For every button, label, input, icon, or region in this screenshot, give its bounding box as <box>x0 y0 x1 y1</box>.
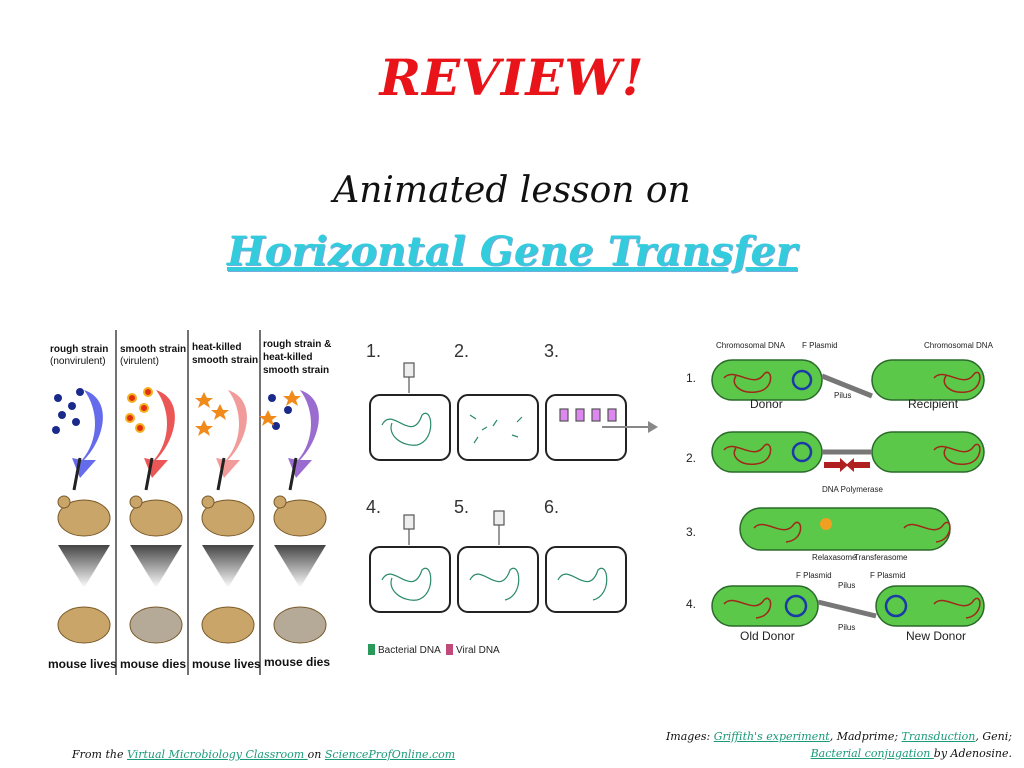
label-f-plasmid-old: F Plasmid <box>796 571 832 580</box>
credit-left-prefix: From the <box>72 748 127 761</box>
step-number: 1. <box>366 341 381 361</box>
heat-killed-bacteria-icon <box>195 392 229 436</box>
pull-arrow-icon <box>824 458 870 472</box>
col1-outcome: mouse lives <box>48 657 117 671</box>
col4-strain: rough strain & <box>263 339 331 350</box>
credit-right: Images: Griffith's experiment, Madprime;… <box>666 728 1012 762</box>
griffith-dividers <box>115 330 261 675</box>
legend-viral-dna: Viral DNA <box>456 645 500 656</box>
pilus <box>817 373 877 619</box>
scienceprofonline-link[interactable]: ScienceProfOnline.com <box>324 748 456 761</box>
credit-right-suffix: by Adenosine. <box>933 747 1012 760</box>
label-old-donor: Old Donor <box>740 629 795 643</box>
swirl-arrow-icon <box>288 390 319 478</box>
label-relaxasome: Relaxasome <box>812 553 857 562</box>
conjugation-link[interactable]: Bacterial conjugation <box>810 747 934 760</box>
swirl-arrow-icon <box>216 390 247 478</box>
credit-right-mid1: , Madprime; <box>829 730 902 743</box>
transduction-legend: Bacterial DNA Viral DNA <box>368 644 500 656</box>
label-f-plasmid-new: F Plasmid <box>870 571 906 580</box>
step-number: 2. <box>686 451 696 465</box>
griffith-link[interactable]: Griffith's experiment <box>713 730 830 743</box>
rough-bacteria-icon <box>52 388 84 434</box>
mixed-bacteria-icon <box>259 390 301 430</box>
transduction-figure: 1. 2. 3. 4. 5. 6. Bacterial DNA Viral DN… <box>366 341 658 656</box>
griffith-experiment-figure: rough strain (nonvirulent) smooth strain… <box>48 330 331 675</box>
slide-subtitle: Animated lesson on <box>333 170 691 211</box>
label-new-donor: New Donor <box>906 629 966 643</box>
syringe-icon <box>72 457 298 491</box>
label-pilus: Pilus <box>834 391 851 400</box>
swirl-arrow-icon <box>144 390 175 478</box>
relaxasome-icon <box>820 518 832 530</box>
step-number: 1. <box>686 371 696 385</box>
label-pilus-4a: Pilus <box>838 581 855 590</box>
step-number: 4. <box>686 597 696 611</box>
label-chromosomal-dna: Chromosomal DNA <box>716 341 786 350</box>
col1-sub: (nonvirulent) <box>50 356 106 367</box>
swirl-arrow-icon <box>72 390 103 478</box>
credit-left: From the Virtual Microbiology Classroom … <box>72 748 455 761</box>
label-donor: Donor <box>750 397 783 411</box>
step-number: 6. <box>544 497 559 517</box>
mouse-icon <box>57 606 327 644</box>
label-transferasome: Transferasome <box>854 553 908 562</box>
col4-strain3: smooth strain <box>263 365 329 376</box>
chromosome-coil <box>723 371 981 619</box>
phage-icon <box>403 362 617 545</box>
step-number: 2. <box>454 341 469 361</box>
legend-bacterial-dna: Bacterial DNA <box>378 645 441 656</box>
plasmid-icon <box>784 369 908 618</box>
label-recipient: Recipient <box>908 397 959 411</box>
credit-right-mid2: , Geni; <box>975 730 1012 743</box>
col3-strain2: smooth strain <box>192 355 258 366</box>
col4-outcome: mouse dies <box>264 655 330 669</box>
transduction-link[interactable]: Transduction <box>901 730 976 743</box>
release-arrow-icon <box>602 421 658 433</box>
step-number: 4. <box>366 497 381 517</box>
col3-strain: heat-killed <box>192 342 241 353</box>
step-number: 3. <box>686 525 696 539</box>
label-dna-polymerase: DNA Polymerase <box>822 485 883 494</box>
col2-strain: smooth strain <box>120 344 186 355</box>
down-arrow-icon <box>58 545 326 588</box>
label-chromosomal-dna-2: Chromosomal DNA <box>924 341 994 350</box>
mouse-icon <box>57 495 327 537</box>
conjugation-figure: Chromosomal DNA F Plasmid Chromosomal DN… <box>686 341 994 643</box>
label-pilus-4b: Pilus <box>838 623 855 632</box>
step-number: 3. <box>544 341 559 361</box>
credit-left-mid: on <box>307 748 325 761</box>
col2-outcome: mouse dies <box>120 657 186 671</box>
col3-outcome: mouse lives <box>192 657 261 671</box>
step-number: 5. <box>454 497 469 517</box>
col2-sub: (virulent) <box>120 356 159 367</box>
label-f-plasmid: F Plasmid <box>802 341 838 350</box>
lesson-link[interactable]: Horizontal Gene Transfer <box>227 228 797 275</box>
bacterium-cell <box>369 394 627 613</box>
virtual-microbiology-link[interactable]: Virtual Microbiology Classroom <box>126 748 308 761</box>
smooth-bacteria-icon <box>125 387 153 433</box>
col4-strain2: heat-killed <box>263 352 312 363</box>
col1-strain: rough strain <box>50 344 108 355</box>
credit-right-prefix: Images: <box>665 730 714 743</box>
slide-title: REVIEW! <box>379 48 645 107</box>
dna-coil <box>381 412 608 601</box>
